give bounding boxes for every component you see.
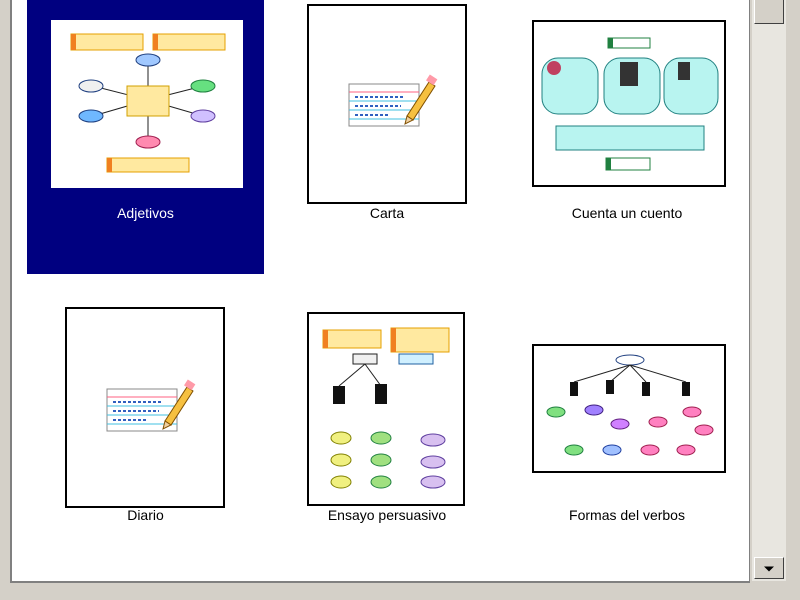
- template-thumbnail-diario: [65, 307, 225, 508]
- template-item-cuenta-un-cuento[interactable]: Cuenta un cuento: [512, 0, 742, 274]
- scrollbar-thumb[interactable]: [754, 0, 784, 24]
- template-list[interactable]: Adjetivos Carta: [10, 0, 750, 583]
- template-item-adjetivos[interactable]: Adjetivos: [27, 0, 264, 274]
- template-label: Adjetivos: [117, 205, 174, 221]
- template-thumbnail-ensayo-persuasivo: [307, 312, 465, 506]
- template-thumbnail-adjetivos: [51, 20, 243, 188]
- scroll-down-button[interactable]: [754, 557, 784, 579]
- triangle-down-icon: [764, 566, 774, 572]
- template-label: Diario: [127, 507, 164, 523]
- vertical-scrollbar[interactable]: [752, 0, 786, 581]
- template-item-carta[interactable]: Carta: [277, 0, 497, 274]
- template-thumbnail-carta: [307, 4, 467, 204]
- template-label: Cuenta un cuento: [571, 205, 683, 221]
- template-label: Carta: [369, 205, 405, 221]
- template-item-diario[interactable]: Diario: [27, 300, 264, 530]
- template-item-ensayo-persuasivo[interactable]: Ensayo persuasivo: [277, 300, 497, 530]
- template-label: Formas del verbos: [569, 507, 685, 523]
- template-thumbnail-cuenta-un-cuento: [532, 20, 726, 187]
- template-item-formas-del-verbos[interactable]: Formas del verbos: [512, 300, 742, 530]
- template-label: Ensayo persuasivo: [327, 507, 447, 523]
- template-thumbnail-formas-del-verbos: [532, 344, 726, 473]
